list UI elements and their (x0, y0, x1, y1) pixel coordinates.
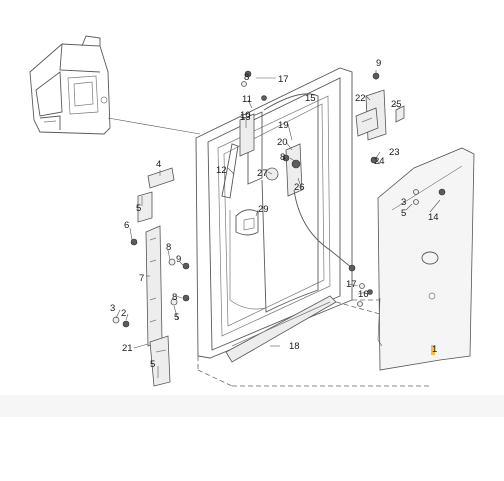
callout-2: 2 (121, 308, 126, 319)
callout-3b: 3 (110, 303, 115, 314)
callout-8c: 8 (166, 242, 171, 253)
callout-29: 29 (258, 204, 269, 215)
callout-17b: 17 (346, 279, 357, 290)
callout-14: 14 (428, 212, 439, 223)
callout-1: 1 (432, 344, 437, 355)
callout-4: 4 (156, 159, 161, 170)
callout-19: 19 (278, 120, 289, 131)
hinge-assembly (137, 167, 175, 387)
callout-labels: 8 17 9 11 10 15 22 25 13 19 20 23 24 12 … (110, 58, 439, 370)
callout-13: 13 (240, 112, 251, 123)
callout-23: 23 (389, 147, 400, 158)
callout-27: 27 (257, 168, 268, 179)
leader-lines (115, 70, 441, 378)
callout-5d: 5 (150, 359, 155, 370)
callout-16: 16 (358, 289, 369, 300)
callout-6: 6 (124, 220, 129, 231)
truck-cab-thumbnail (29, 35, 201, 135)
door-frame (195, 67, 380, 370)
handle-cover (235, 209, 259, 236)
callout-5a: 5 (136, 203, 141, 214)
door-seal (221, 93, 319, 313)
callout-8d: 8 (172, 292, 177, 303)
part-1-highlight (431, 345, 435, 355)
door-panel (377, 147, 475, 371)
callout-17: 17 (278, 74, 289, 85)
callout-9: 9 (376, 58, 381, 69)
hinge-right (355, 72, 405, 164)
callout-22: 22 (355, 93, 366, 104)
background-band (0, 395, 504, 417)
callout-10: 10 (240, 110, 251, 121)
callout-21: 21 (122, 343, 133, 354)
sill-panel (197, 295, 430, 387)
callout-18: 18 (289, 341, 300, 352)
callout-12: 12 (216, 165, 227, 176)
callout-15: 15 (305, 93, 316, 104)
callout-3a: 3 (401, 197, 406, 208)
callout-7: 7 (139, 273, 144, 284)
callout-9b: 9 (176, 254, 181, 265)
callout-5c: 5 (174, 312, 179, 323)
callout-25: 25 (391, 99, 402, 110)
callout-8b: 8 (280, 152, 285, 163)
callout-11: 11 (242, 94, 252, 105)
callout-20: 20 (277, 137, 288, 148)
callout-26: 26 (294, 182, 305, 193)
lock-mechanism (265, 143, 356, 272)
fasteners (112, 70, 446, 328)
callout-5b: 5 (401, 208, 406, 219)
callout-24: 24 (374, 156, 385, 167)
callout-8a: 8 (244, 72, 249, 83)
